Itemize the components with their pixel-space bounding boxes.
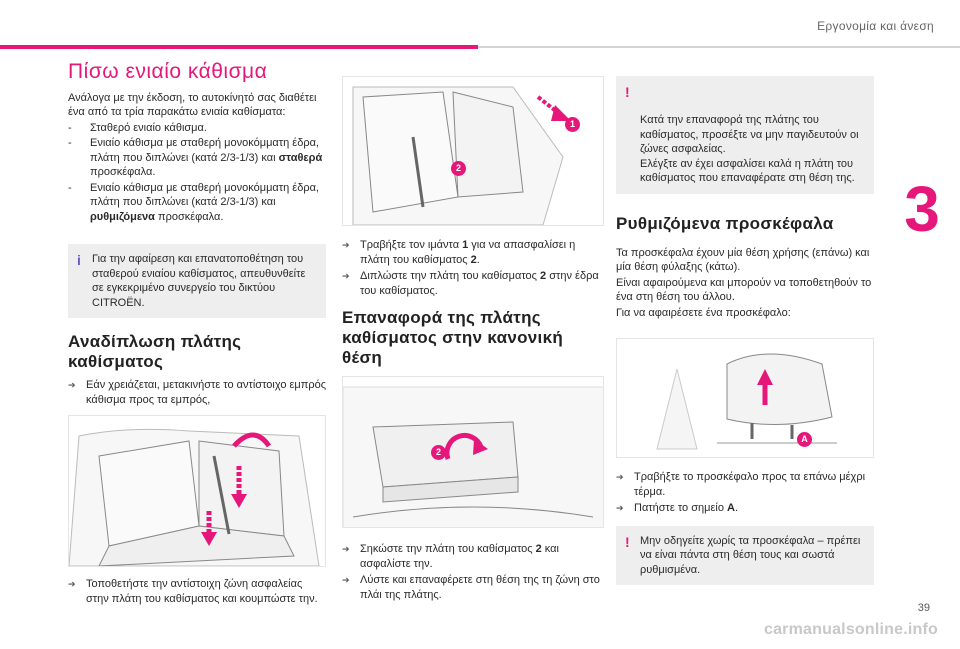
headrest-para-1: Τα προσκέφαλα έχουν μία θέση χρήσης (επά…: [616, 246, 870, 274]
callout-2: 2: [451, 161, 466, 176]
seat-type-2: Ενιαίο κάθισμα με σταθερή μονοκόμματη έδ…: [68, 136, 326, 180]
restore-heading: Επαναφορά της πλάτης καθίσματος στην καν…: [342, 308, 564, 367]
headrest-step-1: Τραβήξτε το προσκέφαλο προς τα επάνω μέχ…: [616, 470, 874, 499]
restore-illustration: 2: [342, 376, 604, 528]
header-divider: [478, 46, 960, 48]
folding-step-2: Τοποθετήστε την αντίστοιχη ζώνη ασφαλεία…: [68, 577, 326, 606]
warning-icon: !: [625, 84, 630, 100]
release-step-1: Τραβήξτε τον ιμάντα 1 για να απασφαλίσει…: [342, 238, 604, 267]
rear-seat-fold-icon: [69, 428, 320, 566]
column-2: 1 2 Τραβήξτε τον ιμάντα 1 για να απασφαλ…: [342, 60, 604, 604]
callout-a: A: [797, 432, 812, 447]
warning-icon: !: [625, 533, 630, 550]
info-icon: i: [77, 252, 81, 268]
page-title: Πίσω ενιαίο κάθισμα: [68, 60, 268, 83]
release-step-2: Διπλώστε την πλάτη του καθίσματος 2 στην…: [342, 269, 604, 298]
headrest-illustration: A: [616, 338, 874, 458]
restore-step-1: Σηκώστε την πλάτη του καθίσματος 2 και α…: [342, 542, 604, 571]
headrest-para-2: Είναι αφαιρούμενα και μπορούν να τοποθετ…: [616, 276, 872, 304]
page-number: 39: [917, 602, 930, 614]
warning-note-1: ! Κατά την επαναφορά της πλάτης του καθί…: [616, 76, 874, 194]
seat-restore-icon: [343, 386, 603, 527]
folding-illustration: [68, 415, 326, 567]
column-3: ! Κατά την επαναφορά της πλάτης του καθί…: [616, 60, 874, 585]
section-header: Εργονομία και άνεση: [817, 19, 934, 33]
folding-step-1: Εάν χρειάζεται, μετακινήστε το αντίστοιχ…: [68, 378, 326, 407]
warning-note-2: ! Μην οδηγείτε χωρίς τα προσκέφαλα – πρέ…: [616, 525, 874, 585]
seat-release-icon: [352, 86, 571, 225]
headrest-icon: [656, 353, 837, 450]
restore-step-2: Λύστε και επαναφέρετε στη θέση της τη ζώ…: [342, 573, 604, 602]
callout-1: 1: [565, 117, 580, 132]
seat-type-3: Ενιαίο κάθισμα με σταθερή μονοκόμματη έδ…: [68, 181, 326, 225]
info-note: i Για την αφαίρεση και επανατοποθέτηση τ…: [68, 244, 326, 318]
headrest-para-3: Για να αφαιρέσετε ένα προσκέφαλο:: [616, 306, 791, 319]
folding-heading: Αναδίπλωση πλάτης καθίσματος: [68, 332, 242, 371]
callout-2-restore: 2: [431, 445, 446, 460]
chapter-number: 3: [904, 173, 940, 245]
intro-text: Ανάλογα με την έκδοση, το αυτοκίνητό σας…: [68, 91, 317, 119]
header-accent-bar: [0, 45, 478, 49]
watermark: carmanualsonline.info: [763, 621, 938, 638]
seat-type-1: Σταθερό ενιαίο κάθισμα.: [68, 121, 326, 136]
headrest-heading: Ρυθμιζόμενα προσκέφαλα: [616, 213, 834, 233]
release-strap-illustration: 1 2: [342, 76, 604, 226]
column-1: Πίσω ενιαίο κάθισμα Ανάλογα με την έκδοσ…: [68, 60, 326, 608]
headrest-step-2: Πατήστε το σημείο A.: [616, 501, 874, 516]
